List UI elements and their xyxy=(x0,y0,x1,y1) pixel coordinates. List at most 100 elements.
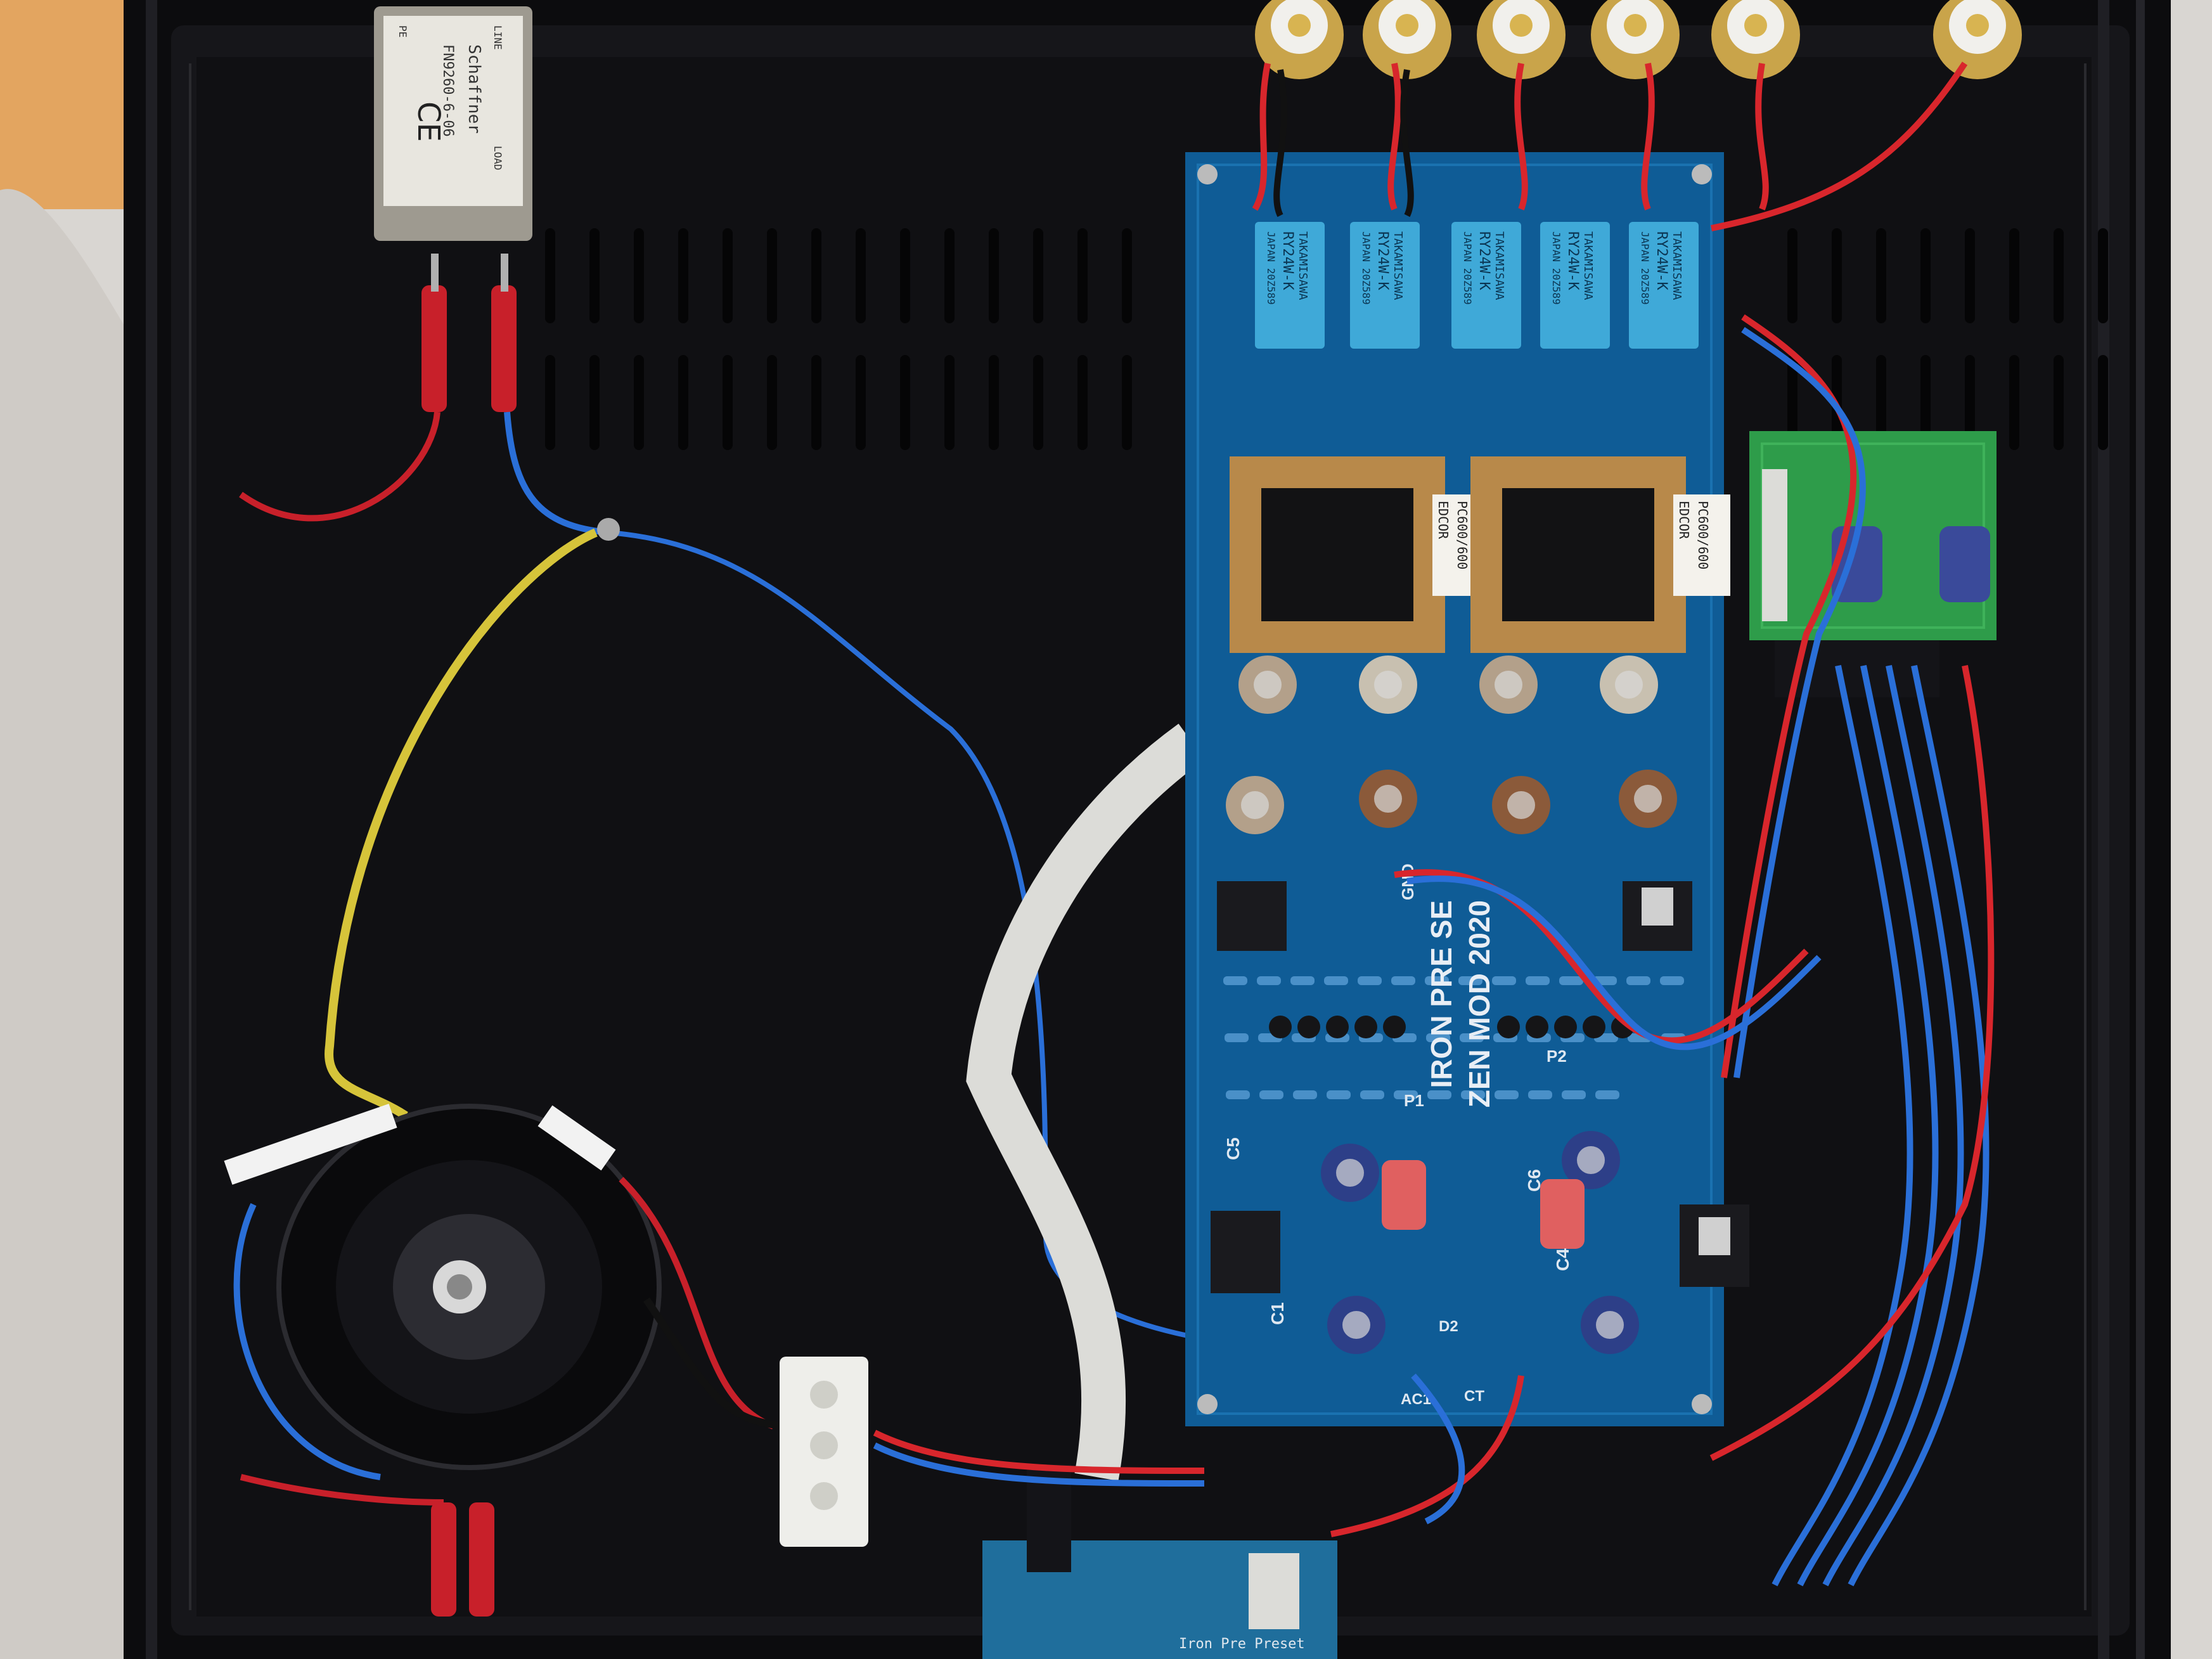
resistor xyxy=(1559,976,1583,985)
resistor xyxy=(1394,1090,1418,1099)
transformer-left-model: PC600/600 xyxy=(1455,501,1470,569)
transistor xyxy=(1383,1016,1406,1038)
filter-brand: Schaffner xyxy=(465,44,484,134)
wire xyxy=(1252,63,1271,211)
vent-slot xyxy=(1965,228,1975,323)
transformer-left-brand: EDCOR xyxy=(1436,501,1451,539)
vent-slot xyxy=(545,355,555,450)
resistor xyxy=(1257,976,1281,985)
film-capacitor xyxy=(1540,1179,1585,1249)
relay-brand: TAKAMISAWA xyxy=(1391,231,1405,300)
rca-jack xyxy=(1711,0,1800,79)
relay-origin: JAPAN 20Z589 xyxy=(1265,231,1277,305)
electrolytic-capacitor xyxy=(1600,655,1658,714)
vent-slot xyxy=(900,228,910,323)
silk-c6: C6 xyxy=(1524,1169,1544,1192)
vent-slot xyxy=(678,355,688,450)
wire xyxy=(1406,875,1822,1050)
vent-slot xyxy=(1033,228,1043,323)
resistor xyxy=(1460,1033,1484,1042)
electrolytic-capacitor xyxy=(1581,1296,1639,1354)
board-title-line-2: ZEN MOD 2020 xyxy=(1463,900,1496,1107)
vent-slot xyxy=(2098,355,2108,450)
relay-brand: TAKAMISAWA xyxy=(1296,231,1309,300)
ribbon-cable xyxy=(966,723,1205,1481)
resistor xyxy=(1391,976,1415,985)
heatsink xyxy=(1217,881,1287,951)
relay-model: RY24W-K xyxy=(1565,231,1581,290)
vent-slot xyxy=(589,355,600,450)
wire xyxy=(1641,63,1655,210)
vent-slot xyxy=(1876,355,1886,450)
audio-transformer-right: PC600/600 EDCOR xyxy=(1470,456,1730,653)
resistor xyxy=(1660,976,1684,985)
vent-slot xyxy=(856,228,866,323)
vent-slot xyxy=(634,355,644,450)
electrolytic-capacitor xyxy=(1479,655,1538,714)
resistor xyxy=(1426,1033,1450,1042)
resistor xyxy=(1626,976,1650,985)
resistor xyxy=(1324,976,1348,985)
heatsink xyxy=(1211,1211,1280,1293)
wire xyxy=(1709,665,1995,1461)
vent-slot xyxy=(1832,228,1842,323)
resistor xyxy=(1495,1090,1519,1099)
resistor xyxy=(1526,976,1550,985)
electrolytic-capacitor xyxy=(1327,1296,1386,1354)
wire xyxy=(1387,63,1401,210)
relay-brand: TAKAMISAWA xyxy=(1670,231,1683,300)
resistor xyxy=(1225,1033,1249,1042)
rca-jack xyxy=(1363,0,1451,79)
vent-slot xyxy=(1920,228,1931,323)
rca-jack xyxy=(1591,0,1680,79)
vent-slot xyxy=(944,228,955,323)
vent-slot xyxy=(767,355,777,450)
emi-filter: Schaffner FN9260-6-06 CE LINE LOAD PE xyxy=(374,6,532,412)
resistor xyxy=(1562,1090,1586,1099)
filter-model: FN9260-6-06 xyxy=(440,44,456,137)
daughter-board-text: Iron Pre Preset xyxy=(1179,1636,1305,1652)
electrolytic-capacitor xyxy=(1562,1131,1620,1189)
resistor xyxy=(1358,976,1382,985)
vent-slot xyxy=(723,355,733,450)
green-attenuator-board xyxy=(1749,431,1997,697)
resistor xyxy=(1290,976,1315,985)
vent-slot xyxy=(2054,355,2064,450)
resistor xyxy=(1458,976,1482,985)
vent-slot xyxy=(1787,355,1797,450)
transistor xyxy=(1583,1016,1605,1038)
silk-d2: D2 xyxy=(1439,1318,1458,1335)
filter-ce-mark: CE xyxy=(411,101,446,142)
vent-slot xyxy=(1122,355,1132,450)
wire xyxy=(873,1430,1205,1474)
resistor xyxy=(1425,976,1449,985)
transformer-right-brand: EDCOR xyxy=(1676,501,1692,539)
wire xyxy=(1797,665,1939,1587)
resistor xyxy=(1259,1090,1283,1099)
filter-load-label: LOAD xyxy=(492,146,504,171)
relay-origin: JAPAN 20Z589 xyxy=(1462,231,1474,305)
relay-model: RY24W-K xyxy=(1280,231,1296,290)
filter-line-label: LINE xyxy=(492,25,504,50)
electrolytic-capacitor xyxy=(1359,770,1417,828)
resistor xyxy=(1595,1090,1619,1099)
vent-slot xyxy=(989,228,999,323)
relay-brand: TAKAMISAWA xyxy=(1493,231,1506,300)
wire xyxy=(1411,1373,1465,1525)
resistor xyxy=(1226,1090,1250,1099)
vent-slot xyxy=(944,355,955,450)
vent-slot xyxy=(989,355,999,450)
resistor xyxy=(1360,1090,1384,1099)
wire xyxy=(1772,665,1913,1587)
wire xyxy=(873,1442,1205,1487)
vent-slot xyxy=(1920,355,1931,450)
vent-slot xyxy=(856,355,866,450)
terminal-block xyxy=(780,1357,868,1547)
filter-pe-label: PE xyxy=(397,25,409,37)
relay-model: RY24W-K xyxy=(1654,231,1669,290)
